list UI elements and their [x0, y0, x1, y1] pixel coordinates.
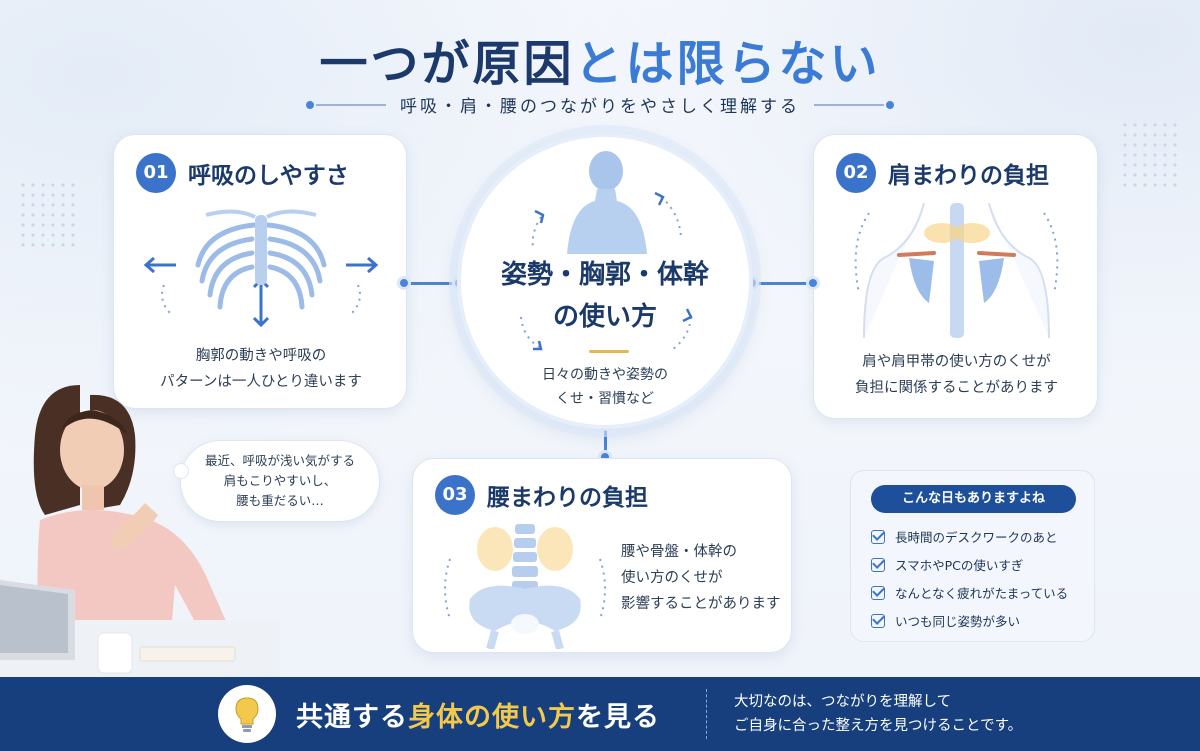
card-lower-back-text: 腰や骨盤・体幹の 使い方のくせが 影響することがあります	[621, 539, 781, 617]
shoulder-illustration-icon	[834, 203, 1079, 338]
pelvis-illustration-icon	[435, 519, 615, 649]
connector-dot	[806, 276, 820, 290]
checklist-item-label: いつも同じ姿勢が多い	[895, 614, 1021, 629]
connector-left	[405, 282, 460, 285]
card-heading: 肩まわりの負担	[888, 163, 1049, 189]
card-heading: 腰まわりの負担	[487, 485, 648, 511]
lightbulb-icon	[218, 685, 276, 743]
checklist-title: こんな日もありますよね	[871, 485, 1076, 513]
card-number-badge: 01	[136, 153, 176, 193]
checkbox-checked-icon	[871, 613, 885, 628]
card-text-line: 影響することがあります	[621, 596, 781, 612]
center-circle: 姿勢・胸郭・体幹 の使い方 日々の動きや姿勢の くせ・習慣など	[457, 133, 753, 429]
decor-dots	[1120, 120, 1180, 190]
banner-subtext: 大切なのは、つながりを理解して ご自身に合った整え方を見つけることです。	[734, 690, 1022, 738]
bubble-line: 肩もこりやすいし、	[223, 473, 337, 488]
decor-dots	[18, 180, 78, 250]
page-subtitle: 呼吸・肩・腰のつながりをやさしく理解する	[400, 97, 800, 117]
card-breathing-text: 胸郭の動きや呼吸の パターンは一人ひとり違います	[114, 343, 408, 395]
card-lower-back-header: 03 腰まわりの負担	[435, 475, 648, 515]
card-shoulder-header: 02 肩まわりの負担	[836, 153, 1049, 193]
card-shoulder: 02 肩まわりの負担 肩や肩甲帯の使い方のくせが 負担に関係することがあります	[813, 134, 1098, 419]
card-text-line: 使い方のくせが	[621, 570, 723, 586]
checklist-item-label: スマホやPCの使いすぎ	[895, 558, 1024, 573]
center-sub-line: くせ・習慣など	[556, 391, 654, 407]
subtitle-divider-right	[814, 100, 894, 109]
checklist-item-label: なんとなく疲れがたまっている	[895, 586, 1069, 601]
center-underline	[589, 350, 629, 353]
center-subtext: 日々の動きや姿勢の くせ・習慣など	[461, 363, 749, 411]
card-lower-back: 03 腰まわりの負担 腰や骨盤・体幹の 使い方のくせが 影響することがあります	[412, 458, 792, 653]
card-shoulder-text: 肩や肩甲帯の使い方のくせが 負担に関係することがあります	[814, 349, 1099, 401]
bubble-line: 最近、呼吸が浅い気がする	[204, 453, 355, 468]
card-number-badge: 03	[435, 475, 475, 515]
ribcage-illustration-icon	[136, 205, 386, 335]
center-title-line1: 姿勢・胸郭・体幹	[500, 260, 709, 290]
woman-illustration	[0, 385, 280, 680]
banner-sub-line: ご自身に合った整え方を見つけることです。	[734, 718, 1023, 734]
checklist-item: 長時間のデスクワークのあと	[871, 527, 1058, 546]
banner-separator	[706, 689, 707, 739]
checklist-item-label: 長時間のデスクワークのあと	[895, 530, 1058, 545]
title-dark-part: 一つが原因	[319, 36, 575, 92]
card-text-line: 肩や肩甲帯の使い方のくせが	[862, 354, 1051, 370]
card-breathing: 01 呼吸のしやすさ 胸郭の動きや呼吸の	[113, 134, 407, 409]
bubble-line: 腰も重だるい…	[236, 493, 324, 508]
banner-sub-line: 大切なのは、つながりを理解して	[734, 694, 952, 710]
checklist-card: こんな日もありますよね 長時間のデスクワークのあと スマホやPCの使いすぎ なん…	[850, 470, 1095, 642]
card-heading: 呼吸のしやすさ	[188, 163, 349, 189]
checklist-item: スマホやPCの使いすぎ	[871, 555, 1023, 574]
title-blue-part: とは限らない	[574, 36, 881, 92]
card-number-badge: 02	[836, 153, 876, 193]
checklist-item: なんとなく疲れがたまっている	[871, 583, 1068, 602]
speech-bubble: 最近、呼吸が浅い気がする 肩もこりやすいし、 腰も重だるい…	[173, 440, 380, 522]
subtitle-row: 呼吸・肩・腰のつながりをやさしく理解する	[0, 92, 1200, 117]
connector-dot	[397, 276, 411, 290]
card-text-line: パターンは一人ひとり違います	[160, 374, 362, 390]
card-text-line: 胸郭の動きや呼吸の	[195, 348, 327, 364]
checkbox-checked-icon	[871, 585, 885, 600]
checklist-item: いつも同じ姿勢が多い	[871, 611, 1020, 630]
card-text-line: 負担に関係することがあります	[855, 380, 1058, 396]
card-text-line: 腰や骨盤・体幹の	[621, 544, 737, 560]
bottom-banner: 共通する身体の使い方を見る 大切なのは、つながりを理解して ご自身に合った整え方…	[0, 677, 1200, 751]
center-title-line2: の使い方	[552, 302, 657, 332]
connector-bottom	[604, 425, 607, 457]
human-silhouette-icon	[561, 149, 651, 254]
subtitle-divider-left	[306, 100, 386, 109]
card-breathing-header: 01 呼吸のしやすさ	[136, 153, 349, 193]
banner-main-text: 共通する身体の使い方を見る	[296, 695, 660, 734]
banner-main-part: を見る	[576, 702, 660, 733]
checkbox-checked-icon	[871, 557, 885, 572]
checkbox-checked-icon	[871, 529, 885, 544]
connector-right	[752, 282, 814, 285]
cycle-arrows-icon	[501, 177, 711, 377]
banner-main-part: 共通する	[296, 702, 408, 733]
center-sub-line: 日々の動きや姿勢の	[542, 367, 668, 383]
page-title: 一つが原因とは限らない	[0, 24, 1200, 94]
banner-highlight: 身体の使い方	[408, 702, 576, 733]
